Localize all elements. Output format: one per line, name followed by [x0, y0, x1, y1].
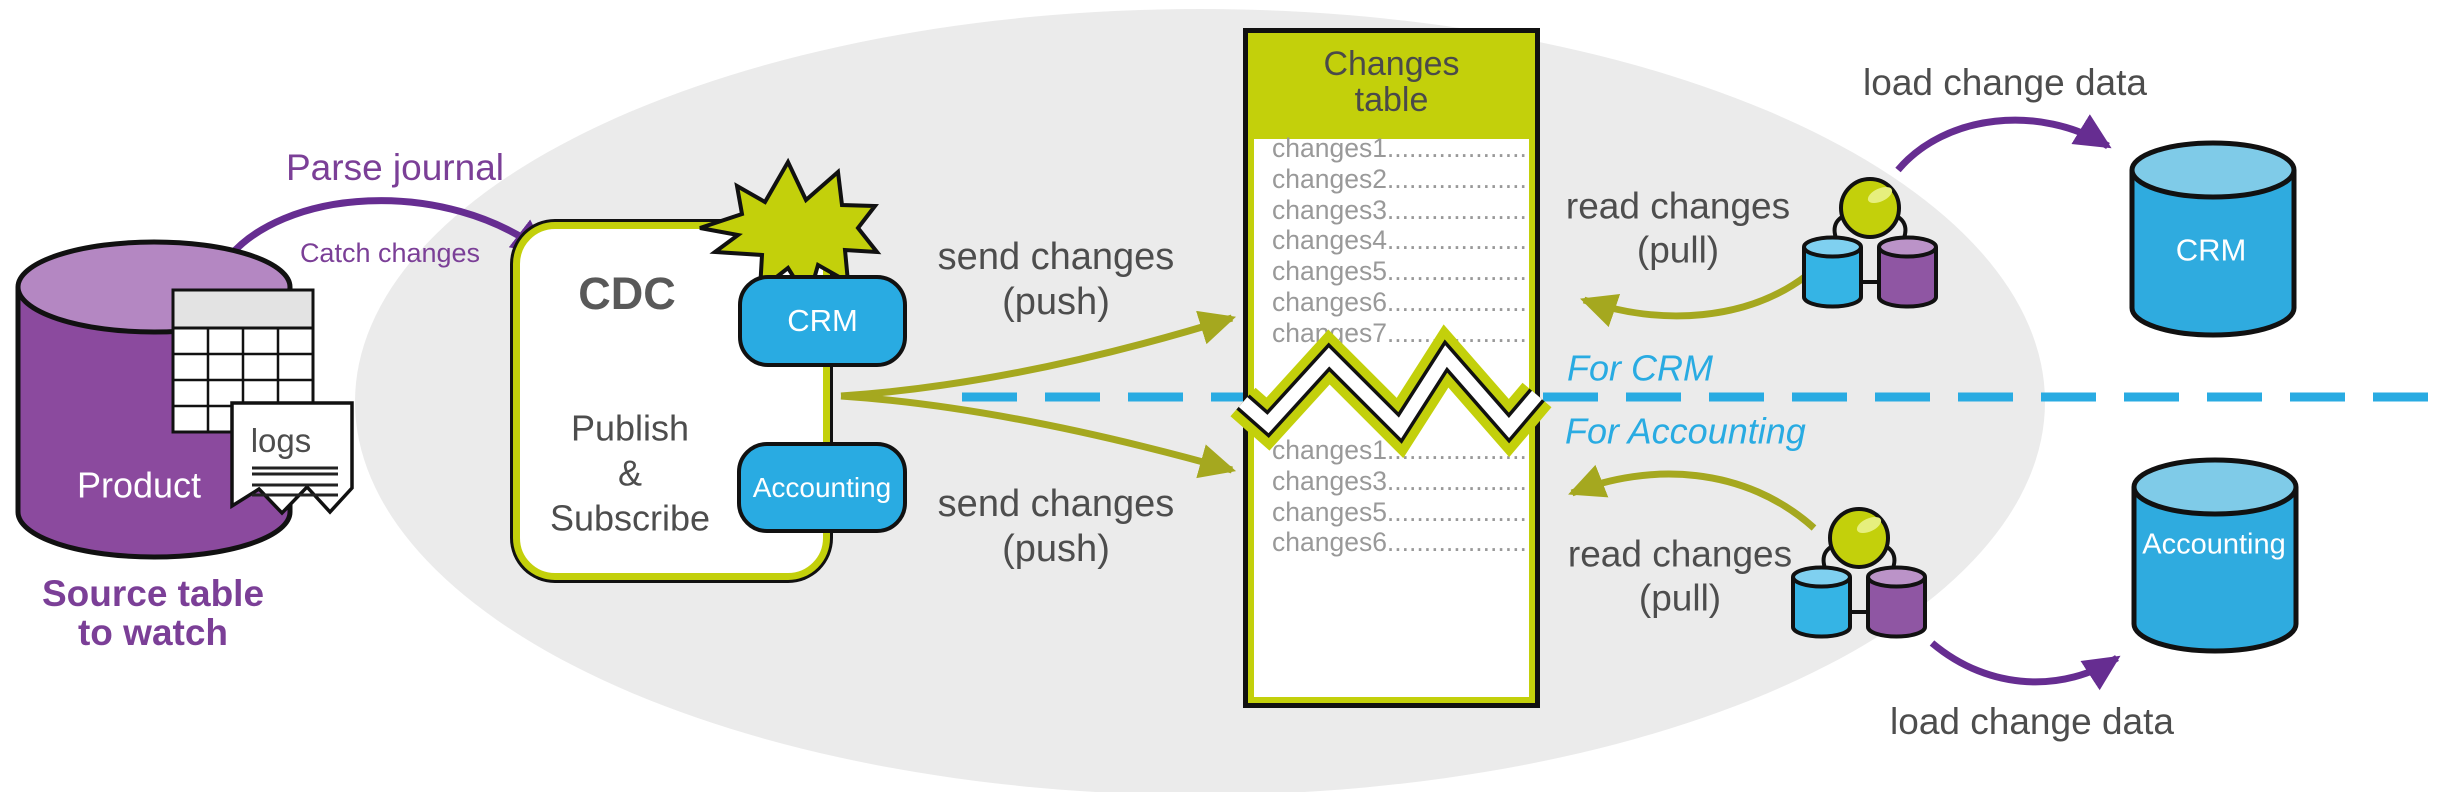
changes-row: changes5...................... [1272, 256, 1529, 287]
crm-badge: CRM [738, 275, 907, 367]
crm-subscriber-icon [1802, 177, 1938, 309]
changes-row: changes1...................... [1272, 435, 1529, 465]
table-grid-icon [171, 288, 315, 434]
crm-badge-label: CRM [787, 303, 858, 338]
cdc-title: CDC [578, 268, 676, 319]
changes-row: changes7...................... [1272, 317, 1529, 348]
accounting-badge-label: Accounting [752, 471, 892, 503]
changes-row: changes1...................... [1272, 133, 1529, 163]
logs-label: logs [250, 422, 312, 460]
changes-rows-for-crm: changes1......................changes2..… [1254, 133, 1529, 349]
for-accounting-label: For Accounting [1565, 410, 1806, 452]
read-changes-pull-top-label: read changes (pull) [1565, 185, 1791, 271]
changes-table-header: Changes table [1248, 33, 1535, 133]
send-changes-push-top-label: send changes (push) [937, 236, 1175, 323]
changes-row: changes5...................... [1272, 496, 1529, 527]
for-crm-label: For CRM [1567, 347, 1713, 389]
source-database-icon [15, 239, 293, 560]
changes-rows-for-accounting: changes1......................changes3..… [1254, 435, 1529, 558]
source-table-caption: Source table to watch [41, 573, 265, 653]
load-change-arrow-top [1895, 114, 2112, 173]
changes-row: changes2...................... [1272, 163, 1529, 194]
accounting-database-label: Accounting [2142, 528, 2286, 561]
parse-journal-label: Parse journal [285, 146, 505, 188]
read-changes-pull-bottom-label: read changes (pull) [1567, 533, 1793, 619]
load-change-arrow-bottom [1929, 640, 2121, 691]
load-change-data-top-label: load change data [1863, 61, 2147, 103]
load-change-data-bottom-label: load change data [1890, 700, 2174, 742]
pull-arrow-bottom [1568, 464, 1817, 531]
publish-subscribe-label: Publish & Subscribe [549, 407, 711, 539]
catch-changes-label: Catch changes [299, 237, 481, 268]
crm-database-label: CRM [2175, 232, 2247, 268]
send-changes-push-bottom-label: send changes (push) [937, 483, 1175, 570]
changes-row: changes3...................... [1272, 194, 1529, 225]
changes-row: changes3...................... [1272, 465, 1529, 496]
changes-row: changes4...................... [1272, 225, 1529, 256]
pull-arrow-top [1580, 273, 1809, 328]
accounting-subscriber-icon [1791, 507, 1927, 639]
product-label: Product [76, 464, 202, 506]
changes-table: Changes table changes1..................… [1243, 28, 1540, 708]
accounting-badge: Accounting [737, 442, 907, 533]
changes-row: changes6...................... [1272, 286, 1529, 317]
changes-row: changes6...................... [1272, 527, 1529, 558]
